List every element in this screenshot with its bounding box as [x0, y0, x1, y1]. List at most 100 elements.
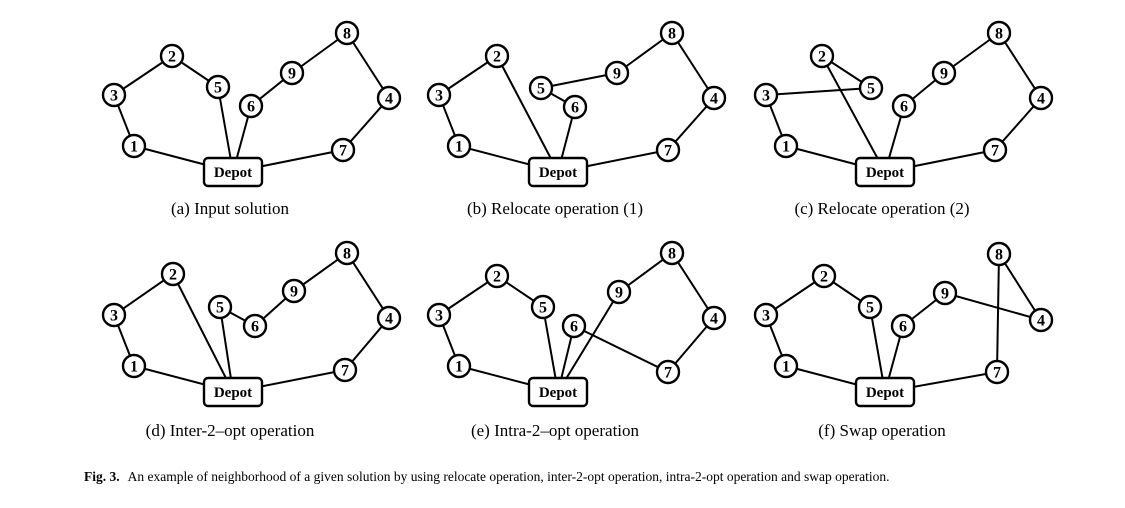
panel-caption: (c) Relocate operation (2) — [794, 199, 969, 218]
node-label: 2 — [169, 267, 177, 284]
node-label: 9 — [940, 66, 948, 83]
node-3: 3 — [753, 82, 779, 108]
edge-4-8 — [671, 252, 715, 319]
depot: Depot — [202, 156, 264, 188]
node-circle — [659, 20, 685, 46]
node-label: 5 — [867, 81, 875, 98]
node-circle — [330, 137, 356, 163]
node-6: 6 — [891, 93, 917, 119]
node-5: 5 — [530, 294, 556, 320]
node-9: 9 — [931, 60, 957, 86]
node-5: 5 — [528, 75, 554, 101]
node-8: 8 — [659, 20, 685, 46]
node-label: 3 — [435, 88, 443, 105]
node-6: 6 — [890, 313, 916, 339]
node-circle — [606, 279, 632, 305]
node-circle — [701, 85, 727, 111]
node-label: 6 — [251, 319, 259, 336]
node-label: 4 — [710, 311, 718, 328]
node-label: 7 — [664, 365, 672, 382]
node-9: 9 — [604, 60, 630, 86]
node-2: 2 — [160, 261, 186, 287]
node-circle — [857, 294, 883, 320]
node-label: 1 — [782, 359, 790, 376]
node-circle — [811, 263, 837, 289]
node-label: 7 — [664, 143, 672, 160]
node-4: 4 — [1028, 307, 1054, 333]
depot-label: Depot — [539, 165, 577, 181]
depot-box — [527, 376, 589, 408]
edge-2-depot — [821, 55, 886, 173]
node-circle — [858, 75, 884, 101]
edge-6-7 — [573, 325, 669, 373]
node-label: 9 — [613, 66, 621, 83]
depot-label: Depot — [866, 165, 904, 181]
node-9: 9 — [279, 60, 305, 86]
node-label: 8 — [343, 26, 351, 43]
node-label: 5 — [866, 300, 874, 317]
node-9: 9 — [281, 278, 307, 304]
node-circle — [281, 278, 307, 304]
node-circle — [932, 280, 958, 306]
edge-4-8 — [998, 253, 1042, 321]
node-circle — [207, 294, 233, 320]
node-circle — [890, 313, 916, 339]
node-4: 4 — [1028, 85, 1054, 111]
depot-label: Depot — [539, 385, 577, 401]
node-circle — [484, 263, 510, 289]
depot-label: Depot — [214, 385, 252, 401]
panel-caption: (e) Intra-2–opt operation — [471, 421, 640, 440]
node-circle — [238, 93, 264, 119]
node-label: 8 — [668, 246, 676, 263]
node-label: 1 — [455, 139, 463, 156]
node-circle — [159, 43, 185, 69]
node-label: 8 — [995, 26, 1003, 43]
node-label: 3 — [762, 88, 770, 105]
node-8: 8 — [986, 241, 1012, 267]
panel-caption: (d) Inter-2–opt operation — [146, 421, 315, 440]
node-label: 9 — [615, 285, 623, 302]
node-2: 2 — [484, 263, 510, 289]
node-circle — [446, 353, 472, 379]
node-label: 5 — [539, 300, 547, 317]
node-label: 7 — [993, 365, 1001, 382]
edge-8-4 — [346, 252, 390, 319]
node-7: 7 — [982, 137, 1008, 163]
node-label: 2 — [820, 269, 828, 286]
node-label: 9 — [290, 284, 298, 301]
depot: Depot — [202, 376, 264, 408]
node-circle — [753, 302, 779, 328]
node-circle — [982, 137, 1008, 163]
node-2: 2 — [484, 43, 510, 69]
node-6: 6 — [561, 313, 587, 339]
edge-2-depot — [496, 55, 559, 173]
node-label: 7 — [339, 143, 347, 160]
node-label: 5 — [214, 80, 222, 97]
node-circle — [426, 82, 452, 108]
node-circle — [530, 294, 556, 320]
edge-8-4 — [346, 32, 390, 99]
node-label: 2 — [818, 49, 826, 66]
node-label: 4 — [1037, 91, 1045, 108]
node-1: 1 — [446, 353, 472, 379]
node-3: 3 — [753, 302, 779, 328]
node-label: 1 — [130, 139, 138, 156]
edge-8-4 — [998, 32, 1042, 99]
node-circle — [334, 240, 360, 266]
node-circle — [701, 305, 727, 331]
node-label: 1 — [130, 359, 138, 376]
node-circle — [376, 85, 402, 111]
node-circle — [242, 313, 268, 339]
node-circle — [986, 20, 1012, 46]
node-circle — [446, 133, 472, 159]
depot-box — [854, 376, 916, 408]
node-3: 3 — [426, 82, 452, 108]
node-circle — [121, 353, 147, 379]
node-circle — [931, 60, 957, 86]
node-1: 1 — [446, 133, 472, 159]
node-9: 9 — [932, 280, 958, 306]
